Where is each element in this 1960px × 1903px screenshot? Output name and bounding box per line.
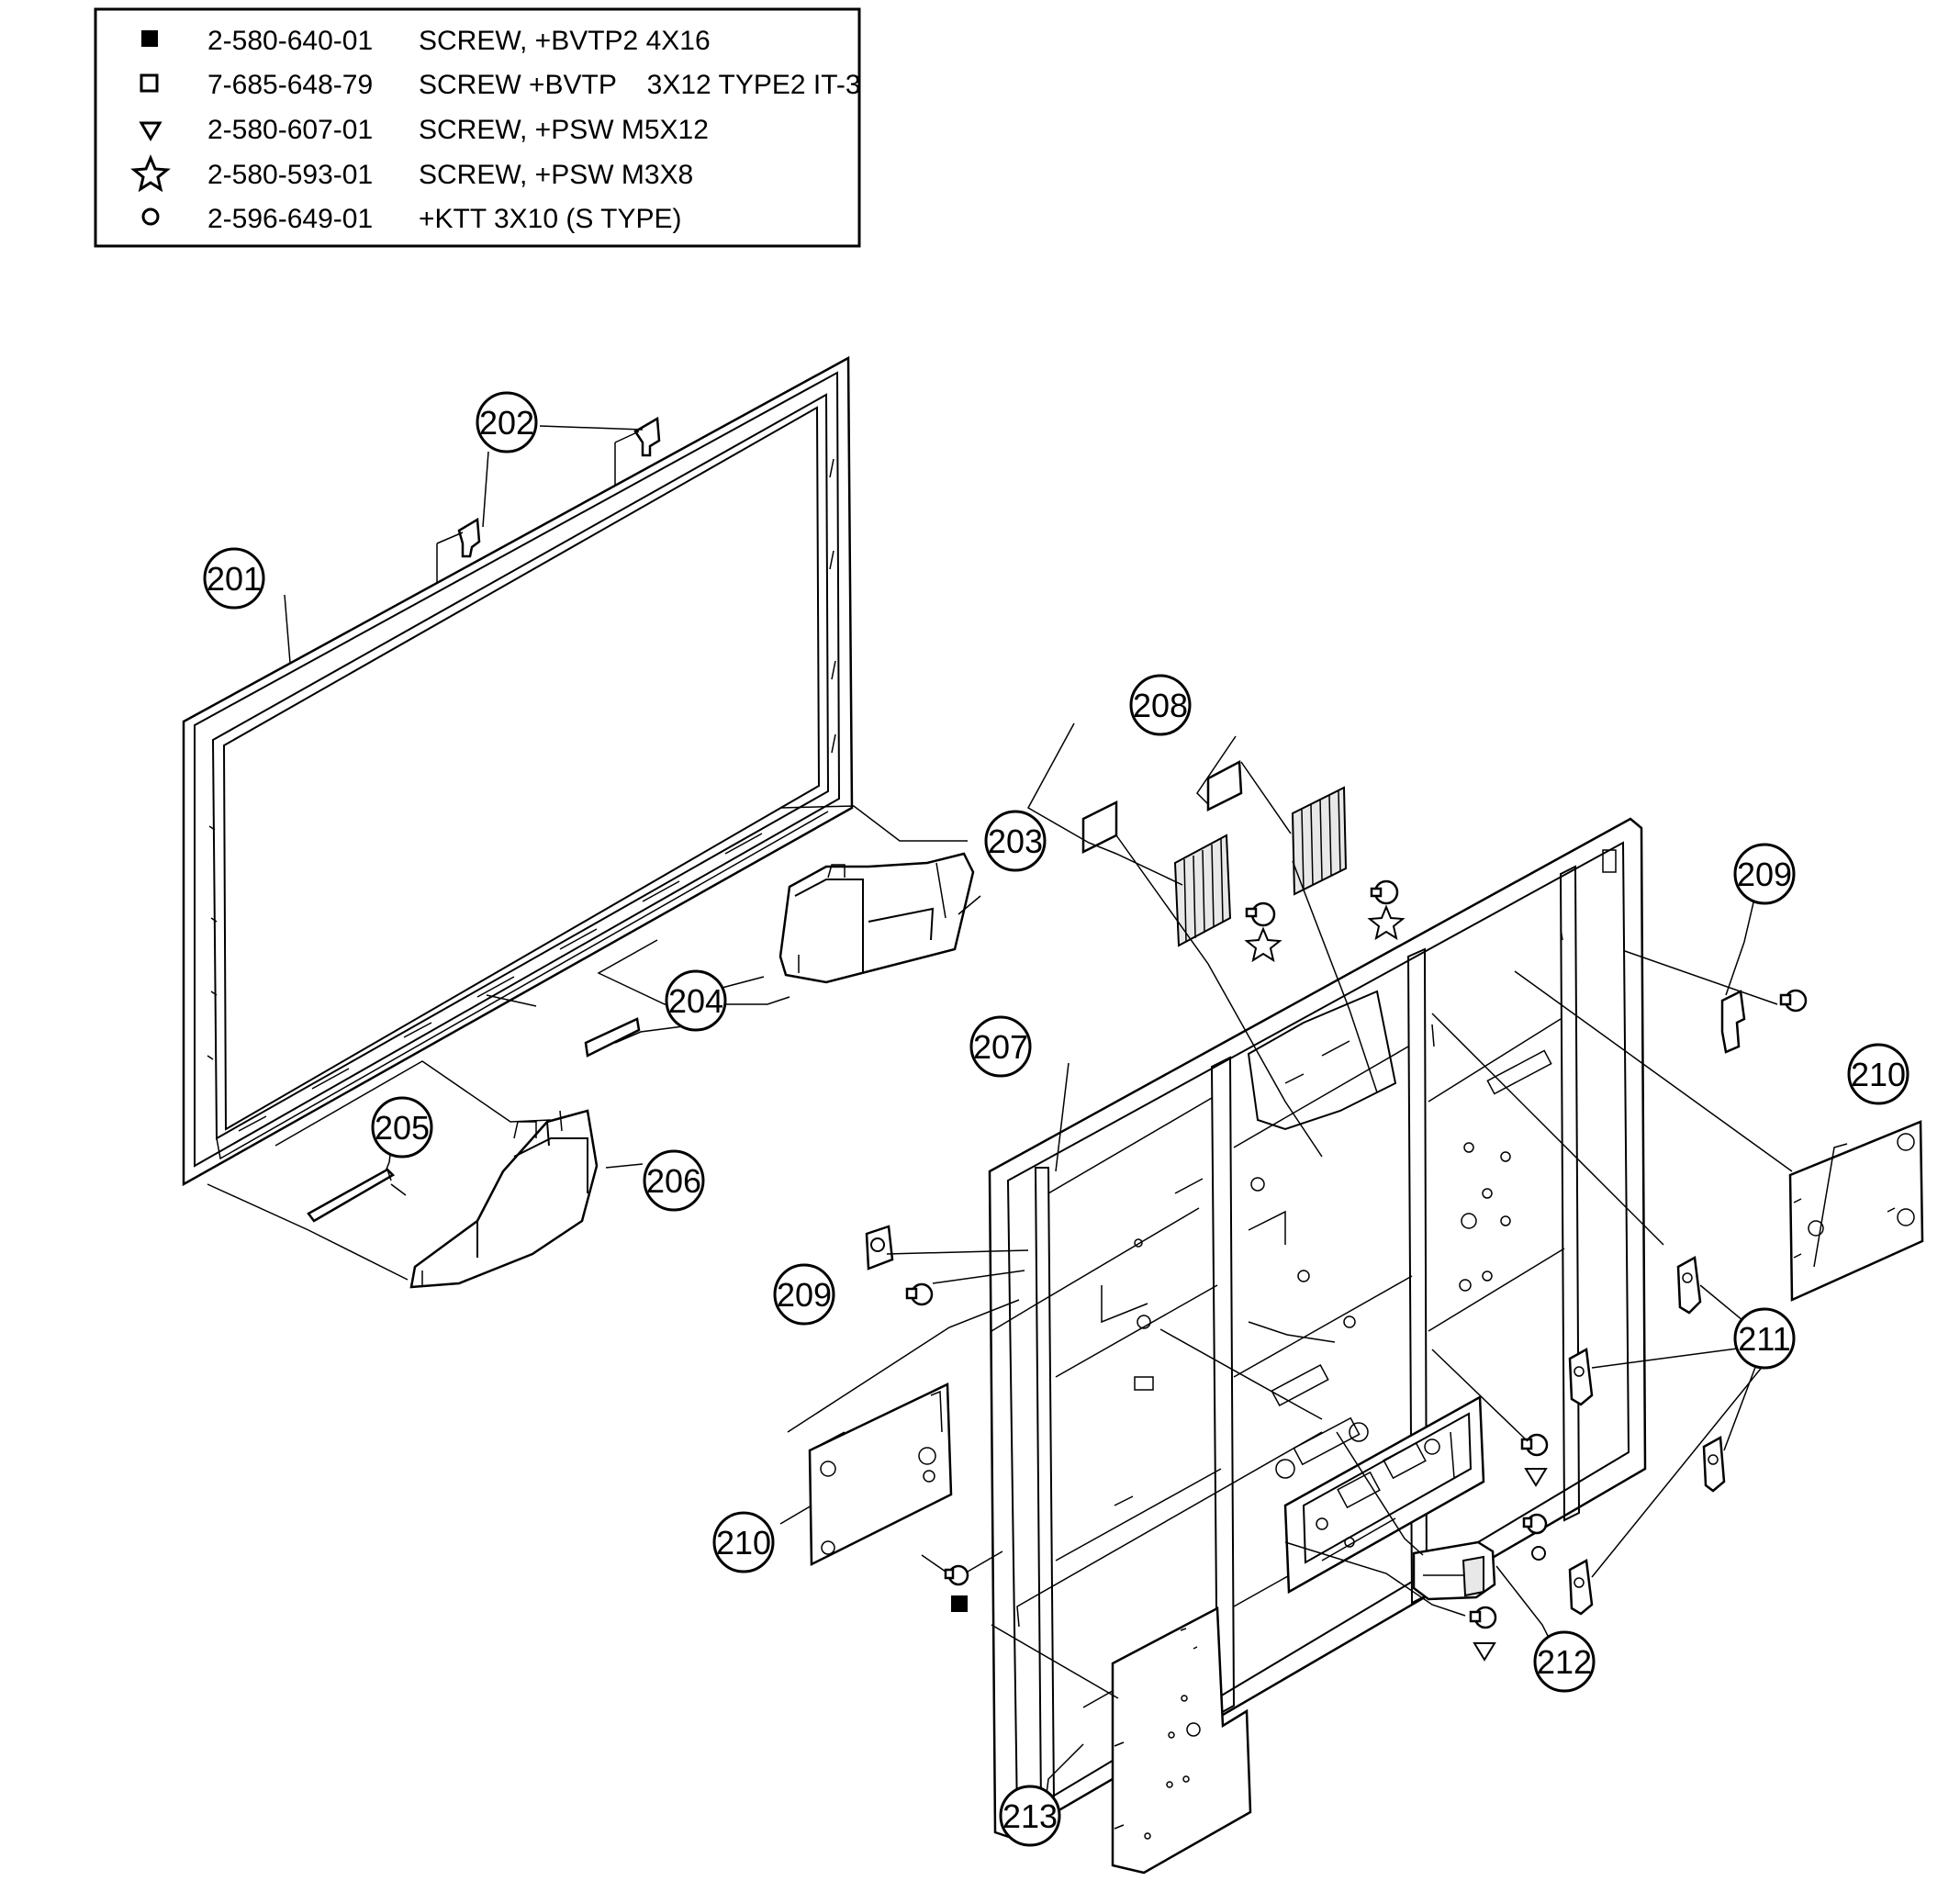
legend-part-number: 7-685-648-79 <box>207 70 373 100</box>
part-211-brackets <box>1568 1256 1726 1616</box>
star-icon <box>130 154 171 193</box>
part-213-shield-plate <box>1111 1606 1252 1875</box>
circle-icon <box>141 207 160 226</box>
legend-part-number: 2-596-649-01 <box>207 204 373 234</box>
callout-210-right: 210 <box>1847 1043 1910 1105</box>
callout-label: 206 <box>646 1162 701 1200</box>
callout-207: 207 <box>969 1015 1032 1078</box>
open-square-icon <box>140 73 159 93</box>
callout-208: 208 <box>1129 674 1192 736</box>
callout-label: 204 <box>668 982 723 1020</box>
callout-label: 209 <box>1737 856 1792 893</box>
callout-label: 210 <box>1851 1056 1906 1093</box>
part-201-front-bezel <box>182 355 854 1187</box>
callout-label: 203 <box>988 823 1043 860</box>
callout-209-right: 209 <box>1733 843 1796 905</box>
callout-label: 213 <box>1002 1797 1058 1835</box>
legend-row-3: 2-580-607-01 SCREW, +PSW M5X12 <box>139 115 709 145</box>
callout-212: 212 <box>1533 1630 1596 1693</box>
part-210-board-right <box>1788 1120 1924 1302</box>
callout-210-left: 210 <box>712 1511 775 1573</box>
callout-202: 202 <box>476 391 538 453</box>
legend-description: SCREW +BVTP 3X12 TYPE2 IT-3 <box>419 70 861 100</box>
callout-203: 203 <box>984 810 1047 872</box>
callout-label: 210 <box>716 1524 771 1562</box>
callout-201: 201 <box>203 547 265 610</box>
part-210-board-left <box>808 1382 953 1567</box>
legend-row-1: 2-580-640-01 SCREW, +BVTP2 4X16 <box>141 26 711 56</box>
part-206-speaker-left <box>409 1109 599 1289</box>
callout-209-left: 209 <box>773 1263 835 1326</box>
filled-square-icon <box>951 1595 968 1612</box>
legend-part-number: 2-580-593-01 <box>207 160 373 190</box>
screw-bottom-left <box>944 1564 969 1612</box>
legend-description: SCREW, +BVTP2 4X16 <box>419 26 711 56</box>
callout-label: 202 <box>479 404 534 442</box>
legend-row-5: 2-596-649-01 +KTT 3X10 (S TYPE) <box>141 204 682 234</box>
callout-label: 211 <box>1738 1320 1790 1358</box>
callout-206: 206 <box>643 1149 705 1212</box>
callout-label: 207 <box>973 1028 1028 1066</box>
part-209-bracket-left <box>865 1225 934 1306</box>
callout-label: 212 <box>1537 1643 1592 1681</box>
callout-label: 201 <box>207 560 262 598</box>
legend-row-4: 2-580-593-01 SCREW, +PSW M3X8 <box>130 154 693 193</box>
triangle-down-icon <box>139 121 162 141</box>
callout-label: 208 <box>1133 687 1188 724</box>
part-204-board <box>584 1017 641 1058</box>
filled-square-icon <box>141 30 158 47</box>
callout-label: 205 <box>375 1109 430 1147</box>
callout-204: 204 <box>665 969 727 1032</box>
leader-lines <box>207 425 1848 1795</box>
callout-205: 205 <box>371 1096 433 1159</box>
legend-description: +KTT 3X10 (S TYPE) <box>419 204 682 234</box>
part-205-bracket <box>307 1168 396 1223</box>
legend-part-number: 2-580-640-01 <box>207 26 373 56</box>
legend-description: SCREW, +PSW M3X8 <box>419 160 693 190</box>
callout-label: 209 <box>777 1276 832 1314</box>
part-203-speaker-right <box>778 852 975 984</box>
legend-part-number: 2-580-607-01 <box>207 115 373 145</box>
part-209-bracket-right <box>1720 989 1808 1054</box>
legend-row-2: 7-685-648-79 SCREW +BVTP 3X12 TYPE2 IT-3 <box>140 70 861 100</box>
part-212-terminal-board <box>1283 1394 1549 1662</box>
screw-legend-table: 2-580-640-01 SCREW, +BVTP2 4X16 7-685-64… <box>94 7 861 248</box>
part-208-heatsinks <box>1081 759 1406 963</box>
callout-211: 211 <box>1733 1307 1796 1370</box>
legend-description: SCREW, +PSW M5X12 <box>419 115 709 145</box>
callout-213: 213 <box>999 1785 1061 1847</box>
